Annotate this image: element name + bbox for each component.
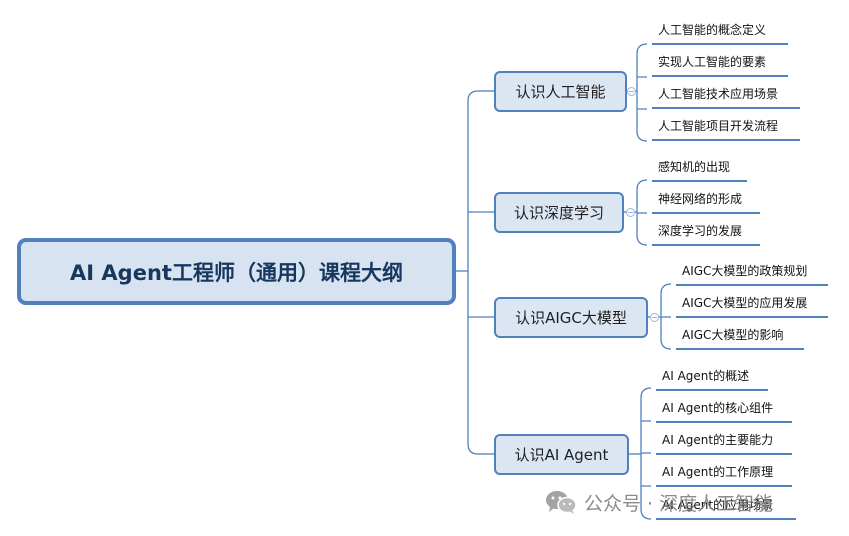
- leaf-node-label: AI Agent的应用场景: [662, 498, 774, 512]
- root-node-label: AI Agent工程师（通用）课程大纲: [70, 260, 403, 285]
- branch-node-1[interactable]: 认识人工智能: [494, 71, 627, 112]
- collapse-toggle-icon[interactable]: [626, 208, 635, 217]
- leaf-node-label: 人工智能项目开发流程: [658, 119, 779, 133]
- leaf-node-label: 感知机的出现: [658, 160, 731, 174]
- leaf-node-label: 人工智能技术应用场景: [658, 87, 779, 101]
- branch-node-2[interactable]: 认识深度学习: [494, 192, 624, 233]
- branch-node-4[interactable]: 认识AI Agent: [494, 434, 629, 475]
- branch-node-2-label: 认识深度学习: [513, 204, 604, 222]
- leaf-node[interactable]: 神经网络的形成: [652, 188, 760, 214]
- collapse-toggle-icon[interactable]: [627, 87, 636, 96]
- leaf-node[interactable]: AIGC大模型的影响: [676, 324, 804, 350]
- connector-branch-3-trunk: [660, 283, 672, 350]
- leaf-node[interactable]: AI Agent的主要能力: [656, 429, 792, 455]
- connector-branch-1-trunk: [636, 43, 648, 142]
- leaf-node[interactable]: 人工智能项目开发流程: [652, 115, 800, 141]
- branch-node-3-label: 认识AIGC大模型: [515, 309, 627, 327]
- leaf-node-label: AIGC大模型的影响: [682, 328, 784, 342]
- leaf-node-label: AIGC大模型的应用发展: [682, 296, 808, 310]
- connector-trunk: [467, 90, 479, 455]
- leaf-node[interactable]: AI Agent的应用场景: [656, 494, 796, 520]
- leaf-node[interactable]: 深度学习的发展: [652, 220, 760, 246]
- branch-node-4-label: 认识AI Agent: [514, 446, 609, 464]
- branch-node-3[interactable]: 认识AIGC大模型: [494, 297, 648, 338]
- leaf-node[interactable]: 感知机的出现: [652, 156, 747, 182]
- leaf-node-label: 神经网络的形成: [658, 192, 743, 206]
- leaf-node[interactable]: AI Agent的工作原理: [656, 461, 792, 487]
- watermark-text: 公众号 · 深度人工智能: [584, 492, 774, 515]
- leaf-node-label: 人工智能的概念定义: [658, 23, 767, 37]
- leaf-node-label: AIGC大模型的政策规划: [682, 264, 808, 278]
- leaf-node-label: AI Agent的主要能力: [662, 433, 774, 447]
- leaf-node-label: AI Agent的工作原理: [662, 465, 774, 479]
- wechat-icon: [546, 491, 577, 514]
- connector-branch-2-trunk: [636, 179, 648, 246]
- leaf-node-label: 深度学习的发展: [658, 224, 743, 238]
- leaf-node[interactable]: AI Agent的核心组件: [656, 397, 792, 423]
- leaf-node[interactable]: AI Agent的概述: [656, 365, 768, 391]
- leaf-node[interactable]: AIGC大模型的应用发展: [676, 292, 828, 318]
- leaf-node-label: AI Agent的核心组件: [662, 401, 774, 415]
- watermark: 公众号 · 深度人工智能: [544, 488, 773, 516]
- leaf-node[interactable]: 人工智能技术应用场景: [652, 83, 800, 109]
- leaf-node[interactable]: 实现人工智能的要素: [652, 51, 788, 77]
- connector-branch-4-trunk: [640, 387, 652, 520]
- leaf-node[interactable]: 人工智能的概念定义: [652, 19, 788, 45]
- leaf-node-label: AI Agent的概述: [662, 369, 750, 383]
- root-node[interactable]: AI Agent工程师（通用）课程大纲: [17, 238, 456, 305]
- branch-node-1-label: 认识人工智能: [515, 83, 606, 101]
- leaf-node-label: 实现人工智能的要素: [658, 55, 767, 69]
- collapse-toggle-icon[interactable]: [650, 313, 659, 322]
- leaf-node[interactable]: AIGC大模型的政策规划: [676, 260, 828, 286]
